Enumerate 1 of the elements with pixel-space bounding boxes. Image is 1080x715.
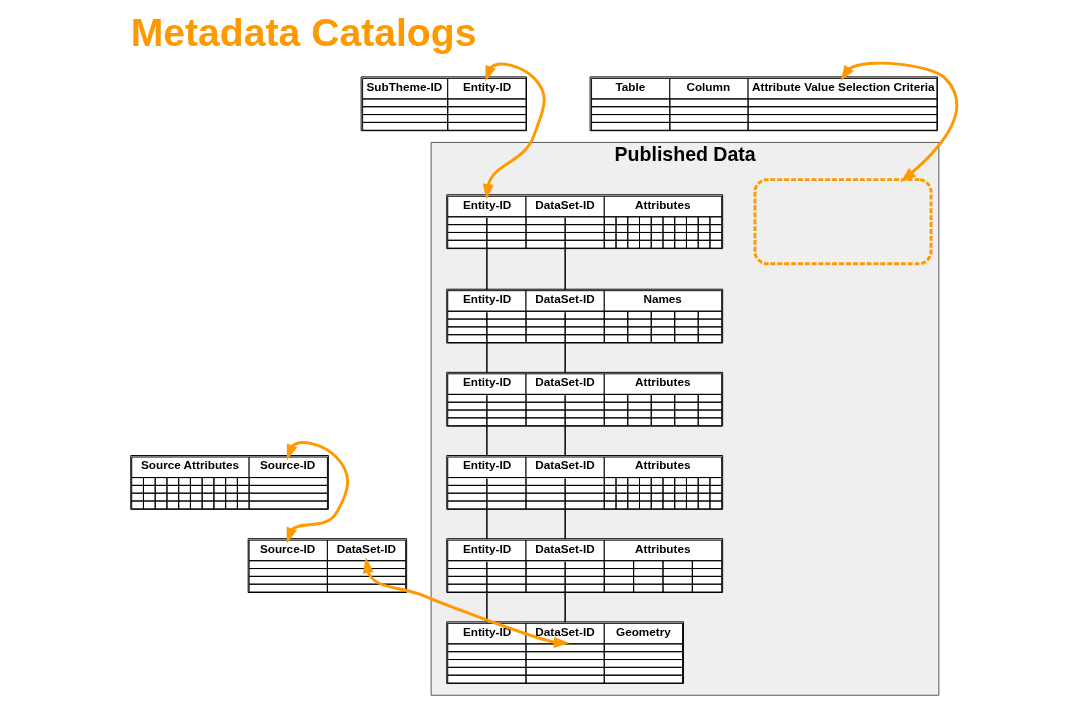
diagram-title: Metadata Catalogs [130, 11, 477, 55]
